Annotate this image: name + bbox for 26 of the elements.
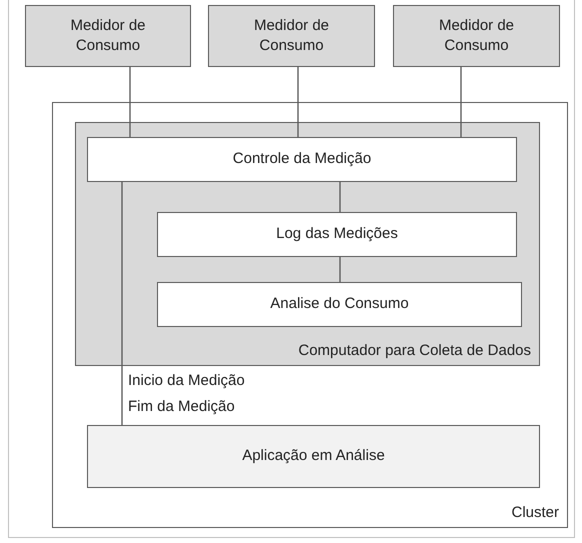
process-box — [25, 5, 191, 67]
process-box — [87, 425, 540, 488]
container-box — [75, 122, 540, 366]
connector-line — [339, 182, 341, 212]
process-box — [208, 5, 375, 67]
signal-label: Inicio da Medição — [128, 372, 245, 389]
process-box — [157, 282, 522, 327]
node-label: Analise do Consumo — [270, 294, 409, 314]
container-box — [52, 102, 568, 528]
node-label: Aplicação em Análise — [242, 446, 385, 466]
node-label: Medidor de Consumo — [69, 16, 147, 56]
connector-line — [129, 67, 131, 137]
node-label: Controle da Medição — [232, 149, 372, 170]
node-label: Log das Medições — [276, 224, 398, 244]
signal-label: Fim da Medição — [128, 398, 235, 415]
connector-line — [460, 67, 462, 137]
process-box — [157, 212, 517, 257]
node-label: Medidor de Consumo — [252, 16, 330, 56]
node-label: Computador para Coleta de Dados — [298, 340, 531, 361]
connector-line — [297, 67, 299, 137]
node-label: Medidor de Consumo — [438, 16, 516, 56]
connector-line — [121, 182, 123, 425]
node-label: Cluster — [511, 502, 559, 523]
connector-line — [339, 257, 341, 282]
process-box — [393, 5, 560, 67]
process-box — [87, 137, 517, 182]
